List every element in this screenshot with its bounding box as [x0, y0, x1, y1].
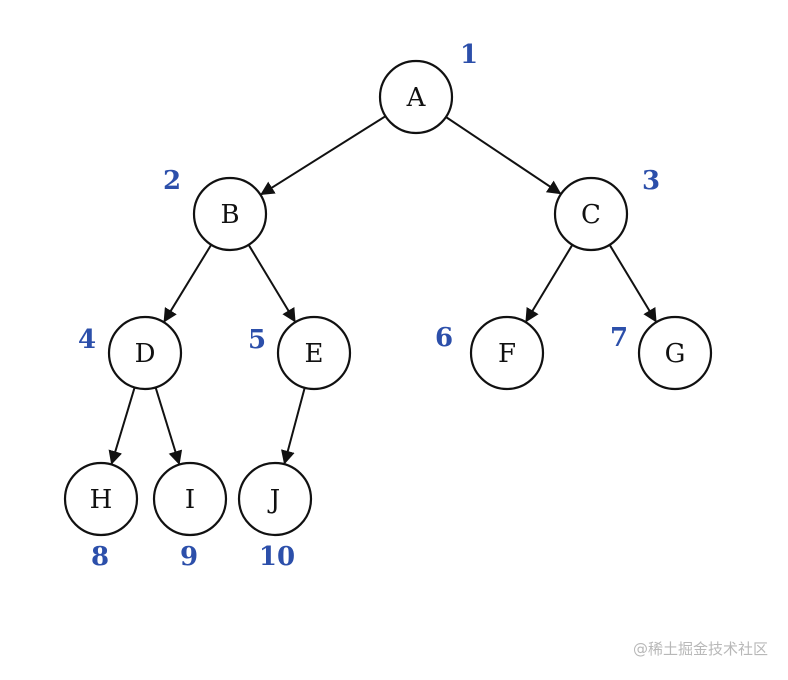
node-index-g: 7 [610, 323, 628, 353]
tree-node-c: C [553, 176, 629, 252]
node-index-h: 8 [91, 542, 109, 572]
node-label: H [90, 485, 113, 515]
edge-e-j [281, 387, 306, 465]
node-index-d: 4 [78, 325, 96, 355]
node-label: J [267, 485, 280, 515]
tree-node-i: I [152, 461, 228, 537]
node-circle [192, 176, 268, 252]
edge-a-c [445, 116, 562, 195]
edge-b-d [163, 244, 213, 323]
node-index-i: 9 [180, 542, 198, 572]
node-circle [553, 176, 629, 252]
node-label: A [406, 83, 427, 113]
tree-node-a: A [378, 59, 454, 135]
edge-d-i [154, 387, 183, 465]
node-label: E [305, 339, 324, 369]
node-circle [152, 461, 228, 537]
edge-d-h [108, 387, 136, 465]
node-circle [469, 315, 545, 391]
tree-node-h: H [63, 461, 139, 537]
node-index-j: 10 [259, 542, 295, 572]
node-label: F [498, 339, 516, 369]
tree-node-d: D [107, 315, 183, 391]
node-label: C [581, 200, 601, 230]
node-indices: 1 2 3 4 5 6 7 8 9 10 [78, 40, 660, 572]
node-label: B [220, 200, 239, 230]
node-index-e: 5 [248, 325, 266, 355]
edge-c-f [525, 244, 574, 323]
node-label: G [665, 339, 686, 369]
tree-node-e: E [276, 315, 352, 391]
edge-c-g [608, 244, 657, 323]
node-label: I [185, 485, 195, 515]
node-circle [237, 461, 313, 537]
node-index-f: 6 [435, 323, 453, 353]
node-circle [276, 315, 352, 391]
node-index-c: 3 [642, 166, 660, 196]
node-index-a: 1 [460, 40, 478, 70]
edges [108, 115, 657, 465]
tree-node-f: F [469, 315, 545, 391]
tree-node-g: G [637, 315, 713, 391]
nodes: A B C D E F G H I J [63, 59, 713, 537]
node-label: D [135, 339, 156, 369]
node-index-b: 2 [163, 166, 181, 196]
edge-b-e [247, 244, 296, 323]
tree-node-b: B [192, 176, 268, 252]
watermark: @稀土掘金技术社区 [632, 640, 768, 658]
node-circle [63, 461, 139, 537]
node-circle [637, 315, 713, 391]
node-circle [107, 315, 183, 391]
edge-a-b [260, 115, 387, 196]
node-circle [378, 59, 454, 135]
tree-node-j: J [237, 461, 313, 537]
